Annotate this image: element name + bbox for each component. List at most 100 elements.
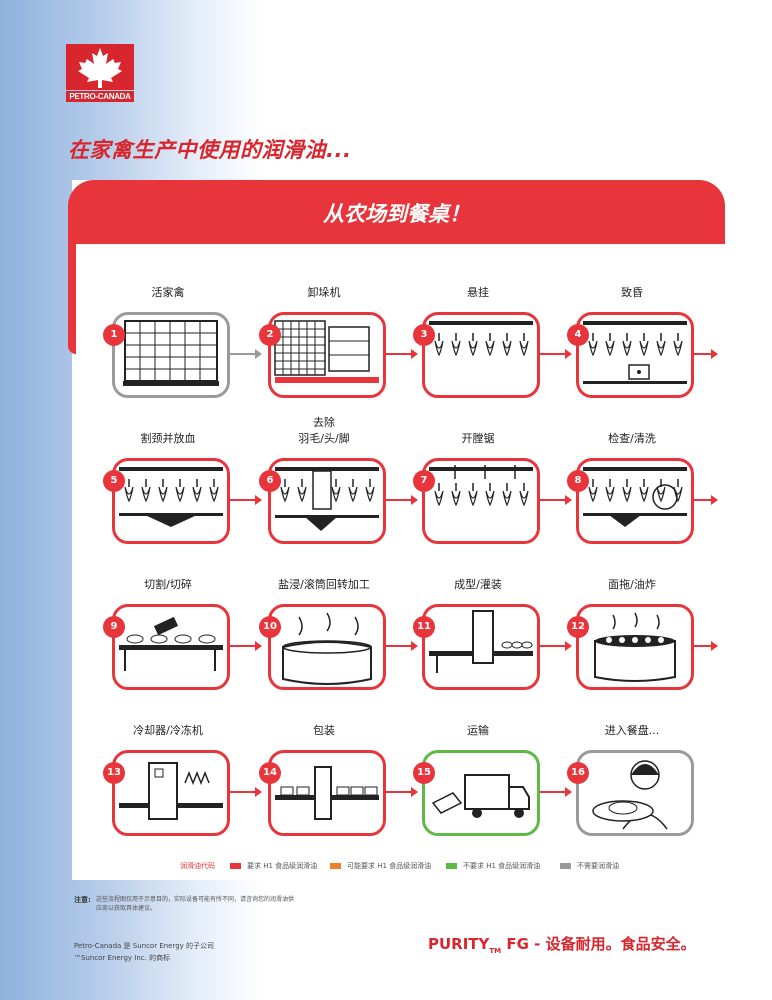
legend-label: 不要求 H1 食品级润滑油	[463, 862, 541, 870]
step-label: 检查/清洗	[608, 432, 656, 445]
stun-scene-icon	[583, 321, 687, 384]
legend-label: 要求 H1 食品级润滑油	[247, 862, 318, 870]
company-info: Petro-Canada 是 Suncor Energy 的子公司 ™Sunco…	[74, 940, 214, 964]
flow-arrow	[540, 641, 572, 651]
maple-leaf-icon	[78, 48, 122, 88]
legend-swatch-green	[446, 863, 457, 869]
company-line-1: Petro-Canada 是 Suncor Energy 的子公司	[74, 942, 215, 950]
step-number-badge: 12	[567, 616, 589, 638]
flow-arrow	[540, 349, 572, 359]
legend-item-h1-required: 要求 H1 食品级润滑油	[230, 861, 317, 871]
bleed-scene-icon	[119, 467, 223, 527]
hang-scene-icon	[429, 321, 533, 357]
unloader-scene-icon	[274, 320, 379, 383]
step-number-badge: 7	[413, 470, 435, 492]
legend-item-no-lubricant: 不需要润滑油	[560, 861, 619, 871]
saw-scene-icon	[429, 465, 533, 507]
flow-arrow	[230, 349, 262, 359]
legend-label: 不需要润滑油	[577, 862, 619, 870]
note-text: 这些流程图仅用于示意目的，实际设备可能有所不同，请咨询您的润滑油供应商以获取具体…	[96, 896, 295, 912]
legend-label: 可能要求 H1 食品级润滑油	[347, 862, 432, 870]
step-9-panel	[112, 604, 230, 690]
flow-arrow	[230, 787, 262, 797]
step-label: 卸垛机	[307, 286, 341, 299]
step-14-panel	[268, 750, 386, 836]
tagline-tm: TM	[489, 947, 502, 955]
flow-arrow	[694, 641, 718, 651]
inspect-scene-icon	[583, 467, 687, 527]
legend-item-h1-not-required: 不要求 H1 食品级润滑油	[446, 861, 540, 871]
flow-arrow	[386, 641, 418, 651]
note-label: 注意:	[74, 896, 91, 904]
step-number-badge: 6	[259, 470, 281, 492]
step-number-badge: 8	[567, 470, 589, 492]
step-label: 面拖/油炸	[608, 578, 656, 591]
plate-scene-icon	[592, 760, 668, 830]
step-label: 运输	[467, 724, 489, 737]
step-2-panel	[268, 312, 386, 398]
step-number-badge: 3	[413, 324, 435, 346]
step-label: 开膛锯	[461, 432, 495, 445]
legend-swatch-red	[230, 863, 241, 869]
flow-arrow	[540, 787, 572, 797]
tagline-brand: PURITY	[428, 935, 490, 953]
cage-scene-icon	[123, 320, 219, 386]
pack-scene-icon	[275, 766, 379, 820]
step-label-line1: 去除	[313, 416, 335, 429]
logo-wordmark: PETRO-CANADA	[66, 91, 134, 102]
step-label: 切割/切碎	[144, 578, 192, 591]
step-label: 冷却器/冷冻机	[133, 724, 203, 737]
step-number-badge: 11	[413, 616, 435, 638]
step-number-badge: 9	[103, 616, 125, 638]
tagline-text: FG - 设备耐用。食品安全。	[506, 935, 696, 953]
fill-scene-icon	[429, 610, 533, 673]
step-number-badge: 15	[413, 762, 435, 784]
step-label: 活家禽	[151, 286, 185, 299]
fry-scene-icon	[594, 612, 676, 682]
flow-arrow	[386, 495, 418, 505]
flow-arrow	[230, 495, 262, 505]
cut-scene-icon	[119, 616, 223, 671]
step-7-panel	[422, 458, 540, 544]
step-10-panel	[268, 604, 386, 690]
step-1-panel	[112, 312, 230, 398]
step-13-panel	[112, 750, 230, 836]
step-number-badge: 4	[567, 324, 589, 346]
step-15-panel	[422, 750, 540, 836]
banner-title: 从农场到餐桌！	[323, 202, 470, 226]
step-label: 致昏	[621, 286, 643, 299]
step-number-badge: 14	[259, 762, 281, 784]
pluck-scene-icon	[275, 467, 379, 531]
petro-canada-logo: PETRO-CANADA	[66, 44, 134, 102]
step-label: 包装	[313, 724, 335, 737]
step-8-panel	[576, 458, 694, 544]
company-line-2: ™Suncor Energy Inc. 的商标	[74, 954, 171, 962]
step-3-panel	[422, 312, 540, 398]
step-11-panel	[422, 604, 540, 690]
chill-scene-icon	[119, 762, 223, 820]
banner-tail	[68, 244, 76, 354]
page-title: 在家禽生产中使用的润滑油...	[68, 138, 352, 162]
flow-arrow	[540, 495, 572, 505]
legend-swatch-gray	[560, 863, 571, 869]
step-12-panel	[576, 604, 694, 690]
flow-arrow	[386, 349, 418, 359]
step-label: 羽毛/头/脚	[298, 432, 350, 445]
banner: 从农场到餐桌！	[68, 180, 725, 244]
step-6-panel	[268, 458, 386, 544]
step-label: 悬挂	[467, 286, 489, 299]
legend-swatch-orange	[330, 863, 341, 869]
flow-arrow	[386, 787, 418, 797]
step-5-panel	[112, 458, 230, 544]
flow-arrow	[694, 495, 718, 505]
tagline: PURITYTM FG - 设备耐用。食品安全。	[428, 933, 696, 955]
step-label: 割颈并放血	[140, 432, 196, 445]
step-number-badge: 2	[259, 324, 281, 346]
flow-arrow	[694, 349, 718, 359]
flow-arrow	[230, 641, 262, 651]
step-number-badge: 16	[567, 762, 589, 784]
legend-item-h1-maybe: 可能要求 H1 食品级润滑油	[330, 861, 431, 871]
truck-scene-icon	[431, 774, 530, 818]
step-number-badge: 1	[103, 324, 125, 346]
step-16-panel	[576, 750, 694, 836]
